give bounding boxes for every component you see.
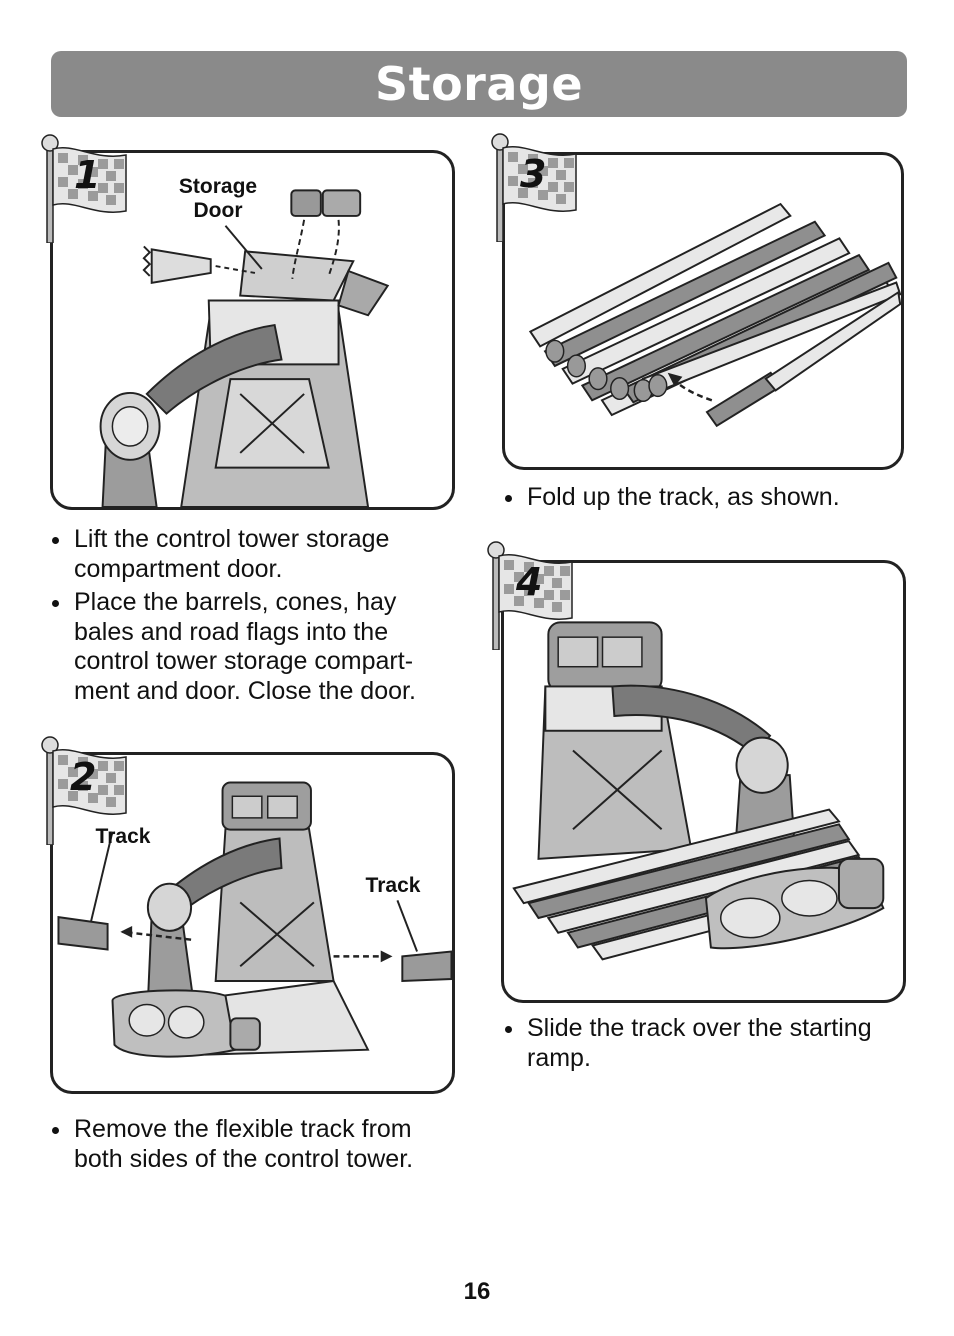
storage-door-label: Storage Door bbox=[178, 175, 258, 222]
title-bar: Storage bbox=[51, 51, 907, 117]
step-3-drawing bbox=[528, 202, 901, 428]
step-3-instructions: Fold up the track, as shown. bbox=[503, 483, 903, 517]
step-4-instructions: Slide the track over the starting ramp. bbox=[503, 1014, 903, 1077]
step-4-flag: 4 bbox=[486, 540, 576, 651]
step-2-instructions: Remove the flexible track from both side… bbox=[50, 1115, 460, 1178]
checkered-flag-icon bbox=[41, 736, 127, 846]
step-4-drawing bbox=[512, 621, 885, 961]
track-label-right: Track bbox=[365, 874, 421, 897]
list-item: Place the barrels, cones, hay bales and … bbox=[50, 588, 460, 706]
step-2-drawing bbox=[57, 781, 452, 1058]
checkered-flag-icon bbox=[491, 133, 577, 243]
step-1-instructions: Lift the control tower storage compartme… bbox=[50, 525, 460, 710]
step-3-number: 3 bbox=[520, 152, 547, 196]
list-item: Fold up the track, as shown. bbox=[503, 483, 903, 513]
step-1-flag: 1 bbox=[40, 133, 130, 244]
page-title: Storage bbox=[374, 57, 584, 111]
step-4-illustration bbox=[501, 560, 906, 1003]
list-item: Remove the flexible track from both side… bbox=[50, 1115, 460, 1174]
list-item: Lift the control tower storage compartme… bbox=[50, 525, 460, 584]
step-4-number: 4 bbox=[516, 560, 543, 604]
step-2-flag: 2 bbox=[40, 735, 130, 846]
page-number: 16 bbox=[463, 1278, 491, 1305]
step-1-illustration: Storage Door bbox=[50, 150, 455, 510]
list-item: Slide the track over the starting ramp. bbox=[503, 1014, 903, 1073]
checkered-flag-icon bbox=[487, 541, 573, 651]
step-1-drawing bbox=[99, 189, 390, 507]
step-1-number: 1 bbox=[74, 153, 101, 197]
step-3-flag: 3 bbox=[490, 132, 580, 243]
track-label-left: Track bbox=[95, 825, 151, 848]
step-2-number: 2 bbox=[70, 755, 97, 799]
